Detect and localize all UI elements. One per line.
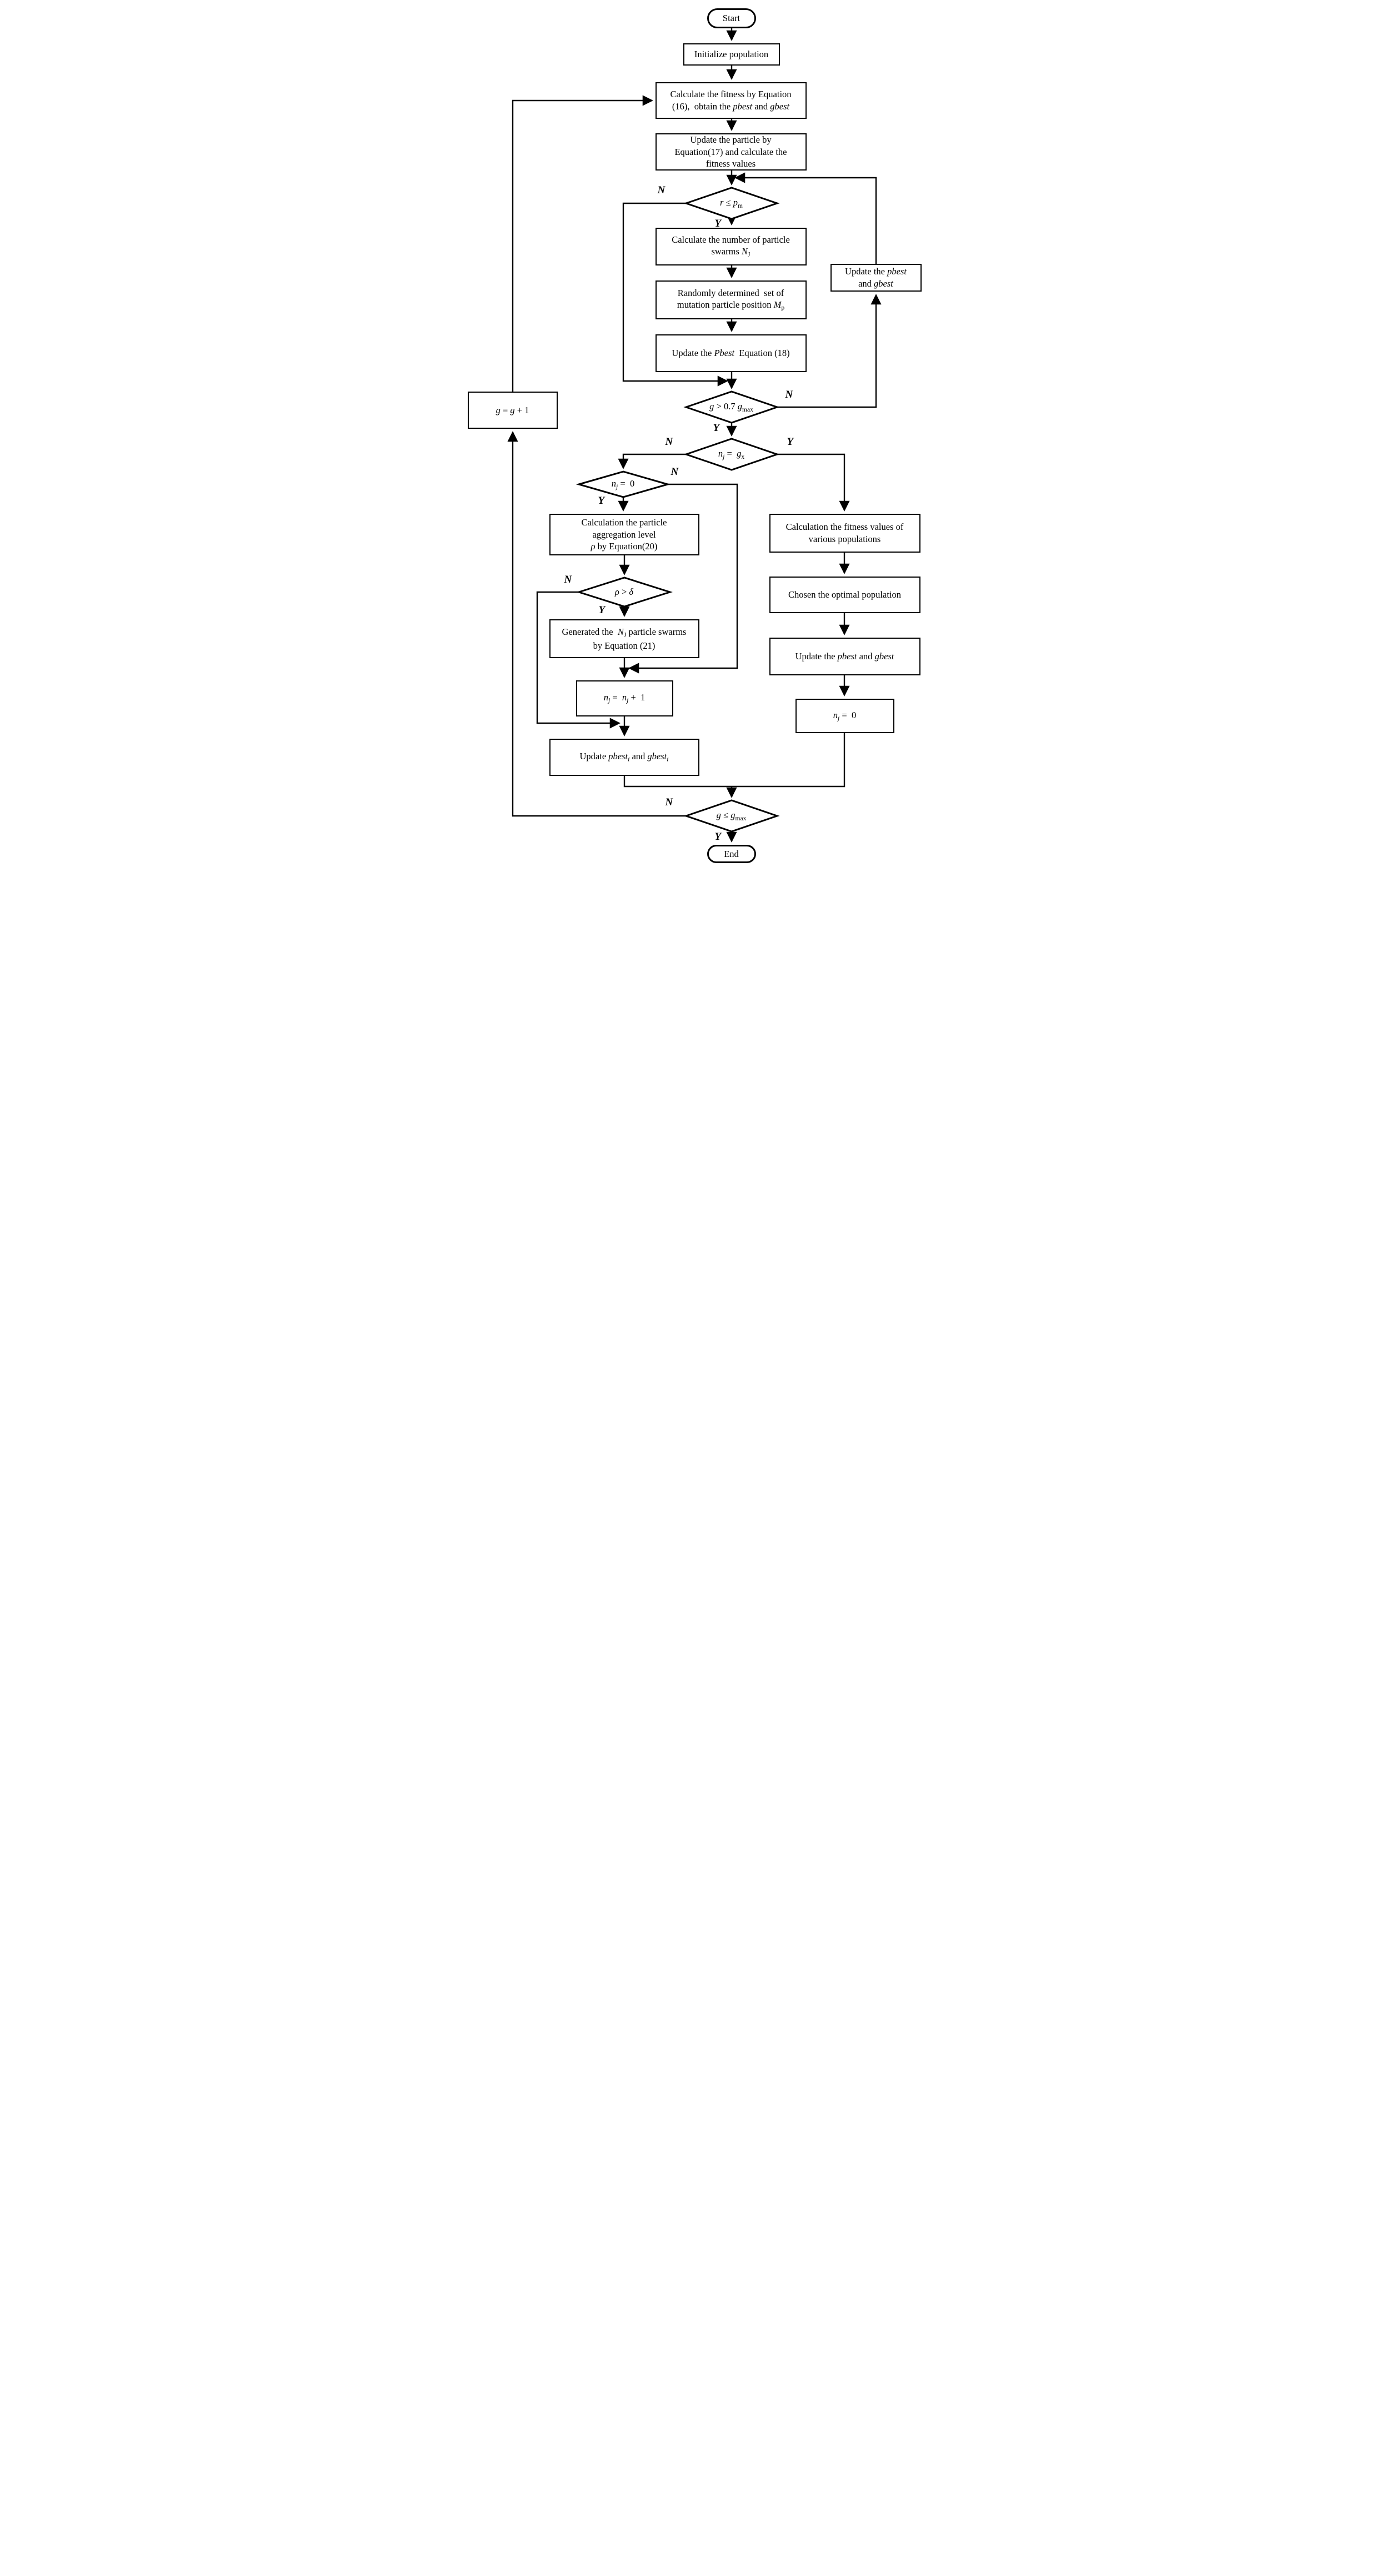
decision-nj-gx-shape	[683, 438, 780, 471]
edge-label-g07-yes: Y	[713, 422, 720, 434]
edge-label-g07-no: N	[785, 389, 793, 400]
terminal-start: Start	[707, 8, 756, 28]
flowchart-canvas: Start Initialize population Calculate th…	[462, 0, 934, 868]
edge-ggmax-no	[507, 431, 686, 817]
edge-label-njgx-yes: Y	[787, 436, 794, 448]
decision-rho-delta-shape	[576, 577, 673, 608]
edge-label-ggmax-yes: Y	[714, 831, 722, 843]
edge-njgx-no	[617, 453, 686, 469]
edge-label-nj0-no: N	[671, 466, 679, 478]
process-chosen-optimal-population: Chosen the optimal population	[769, 577, 920, 613]
decision-nj-0-label: nj = 0	[611, 478, 635, 490]
process-nj-reset: nj = 0	[795, 699, 894, 733]
process-update-pbest-eq18: Update the Pbest Equation (18)	[655, 334, 807, 372]
edge-updatepbesti-to-final-merge	[623, 776, 732, 788]
edge-rpm-no	[622, 202, 728, 387]
decision-rho-delta-label: ρ > δ	[614, 587, 634, 597]
edge-gincrement-loop-to-fitness	[512, 95, 653, 392]
edge-njgx-yes	[777, 453, 850, 512]
edge-label-r-pm-yes: Y	[714, 218, 722, 229]
decision-g-07gmax-label: g > 0.7 gmax	[709, 401, 753, 413]
edge-label-rho-no: N	[564, 574, 572, 585]
decision-r-pm-shape	[683, 187, 780, 220]
process-update-pbesti-gbesti: Update pbesti and gbesti	[549, 739, 699, 776]
edge-label-r-pm-no: N	[657, 184, 666, 196]
edge-nj0-no	[628, 483, 738, 674]
terminal-end: End	[707, 845, 756, 863]
decision-g-gmax-label: g ≤ gmax	[716, 810, 747, 822]
edge-njreset-to-final-merge	[731, 733, 845, 788]
process-calculate-fitness: Calculate the fitness by Equation(16), o…	[655, 82, 807, 119]
edge-g07-no	[777, 294, 882, 408]
process-nj-increment: nj = nj + 1	[576, 680, 673, 716]
decision-g-07gmax-shape	[683, 390, 780, 424]
process-update-pbest-gbest-2: Update the pbest and gbest	[769, 638, 920, 675]
edge-pbestgbestloop-merge	[734, 172, 877, 264]
edge-label-rho-yes: Y	[598, 604, 606, 616]
decision-nj-gx-label: nj = gx	[718, 448, 745, 460]
connector-layer	[507, 28, 882, 843]
edge-label-nj0-yes: Y	[598, 495, 605, 507]
decision-g-gmax-shape	[683, 799, 780, 833]
edge-label-njgx-no: N	[665, 436, 673, 448]
edge-rho-no	[536, 591, 621, 729]
process-g-increment: g = g + 1	[467, 392, 558, 429]
decision-nj-0-shape	[576, 470, 671, 498]
process-initialize-population: Initialize population	[683, 43, 780, 66]
decision-r-pm-label: r ≤ pm	[720, 197, 743, 209]
edge-label-ggmax-no: N	[665, 796, 673, 808]
